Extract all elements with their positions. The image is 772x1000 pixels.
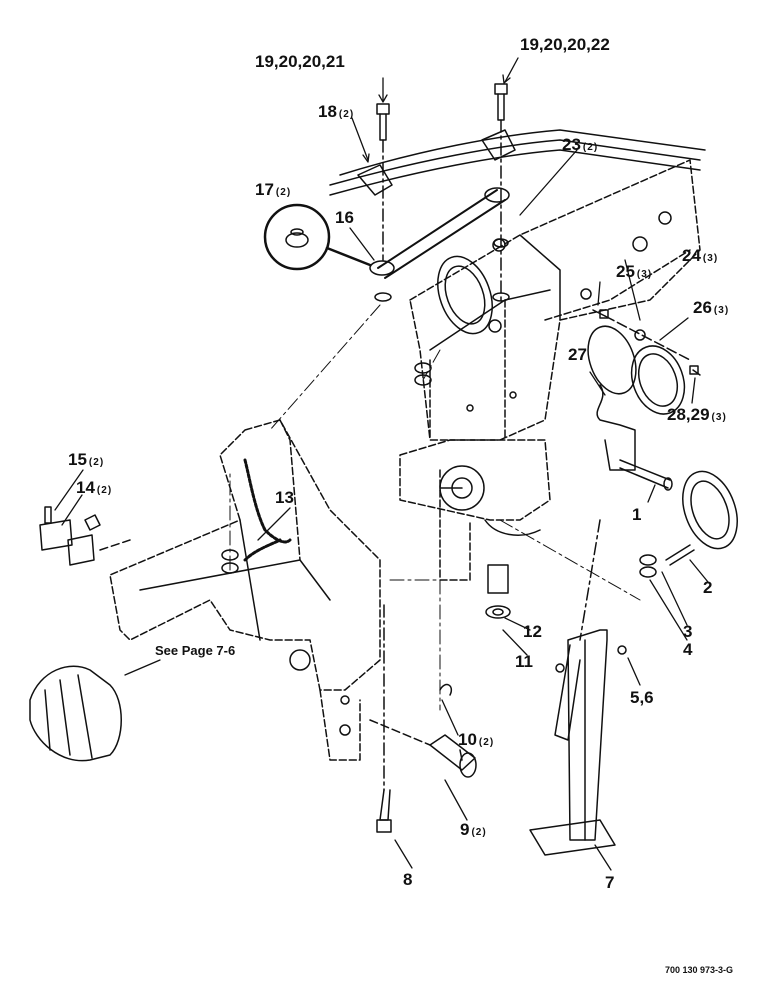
part-label-2: 2 <box>703 578 712 598</box>
part-label-9: 9(2) <box>460 820 487 840</box>
part-number: 27 <box>568 345 587 364</box>
part-number: 26 <box>693 298 712 317</box>
part-label-8: 8 <box>403 870 412 890</box>
part-number: 11 <box>515 652 533 671</box>
mount-plate <box>399 439 551 581</box>
part-number: 1 <box>632 505 642 524</box>
part-number: 19,20,20,21 <box>255 52 345 71</box>
part-quantity: (2) <box>471 827 487 838</box>
part-label-4: 4 <box>683 640 692 660</box>
part-number: 23 <box>562 135 581 154</box>
part-number: 9 <box>460 820 470 839</box>
part-number: 4 <box>683 640 693 659</box>
gaskets <box>437 255 738 550</box>
lower-bolt-and-pin <box>369 604 477 833</box>
small-hardware <box>592 309 701 376</box>
pins-and-washers <box>39 362 695 619</box>
part-number: 13 <box>275 488 294 507</box>
frame-housing <box>409 159 701 441</box>
part-label-23: 23(2) <box>562 135 598 155</box>
part-label-26: 26(3) <box>693 298 729 318</box>
part-label-25: 25(3) <box>616 262 652 282</box>
bushing-detail-circle <box>263 203 372 271</box>
part-number: 12 <box>523 622 542 641</box>
part-number: 28,29 <box>667 405 710 424</box>
part-number: 19,20,20,22 <box>520 35 610 54</box>
part-number: 15 <box>68 450 87 469</box>
part-number: 14 <box>76 478 95 497</box>
parking-jack <box>529 519 627 856</box>
part-label-27: 27 <box>568 345 587 365</box>
part-label-19-20-20-22: 19,20,20,22 <box>520 35 610 55</box>
part-label-7: 7 <box>605 873 614 893</box>
leader-arrows <box>54 57 709 871</box>
part-label-1: 1 <box>632 505 641 525</box>
part-label-16: 16 <box>335 208 354 228</box>
part-number: 16 <box>335 208 354 227</box>
part-quantity: (2) <box>582 142 599 153</box>
part-label-28-29: 28,29(3) <box>667 405 727 425</box>
part-number: 17 <box>255 180 274 199</box>
part-number: 2 <box>703 578 713 597</box>
part-number: 24 <box>682 246 701 265</box>
part-number: 7 <box>605 873 615 892</box>
part-quantity: (2) <box>88 457 105 468</box>
jack-bracket <box>596 384 673 491</box>
link-bar <box>329 129 706 279</box>
part-label-10: 10(2) <box>458 730 494 750</box>
part-quantity: (2) <box>338 109 355 120</box>
part-label-11: 11 <box>515 652 533 672</box>
part-label-19-20-20-21: 19,20,20,21 <box>255 52 345 72</box>
assembly-lines <box>229 304 641 711</box>
part-quantity: (2) <box>96 485 113 496</box>
part-quantity: (3) <box>713 305 730 316</box>
part-label-12: 12 <box>523 622 542 642</box>
part-number: 3 <box>683 622 693 641</box>
driveline-shaft <box>29 665 122 762</box>
part-label-13: 13 <box>275 488 294 508</box>
part-quantity: (3) <box>636 269 653 280</box>
drawing-number: 700 130 973-3-G <box>665 965 734 975</box>
part-quantity: (2) <box>275 187 292 198</box>
cable-clamps <box>357 129 516 196</box>
part-number: 5,6 <box>630 688 654 707</box>
part-label-14: 14(2) <box>76 478 112 498</box>
hitch-tongue-frame <box>109 419 381 761</box>
part-number: 25 <box>616 262 635 281</box>
part-label-24: 24(3) <box>682 246 718 266</box>
top-bolts <box>374 83 510 302</box>
part-label-5-6: 5,6 <box>630 688 654 708</box>
see-page-note: See Page 7-6 <box>155 643 236 658</box>
part-number: 8 <box>403 870 413 889</box>
safety-chain <box>243 458 292 562</box>
part-number: 18 <box>318 102 337 121</box>
part-label-18: 18(2) <box>318 102 354 122</box>
part-number: 10 <box>458 730 477 749</box>
part-quantity: (3) <box>702 253 719 264</box>
part-label-15: 15(2) <box>68 450 104 470</box>
part-label-3: 3 <box>683 622 692 642</box>
part-quantity: (2) <box>478 737 495 748</box>
part-quantity: (3) <box>711 412 727 423</box>
part-label-17: 17(2) <box>255 180 291 200</box>
